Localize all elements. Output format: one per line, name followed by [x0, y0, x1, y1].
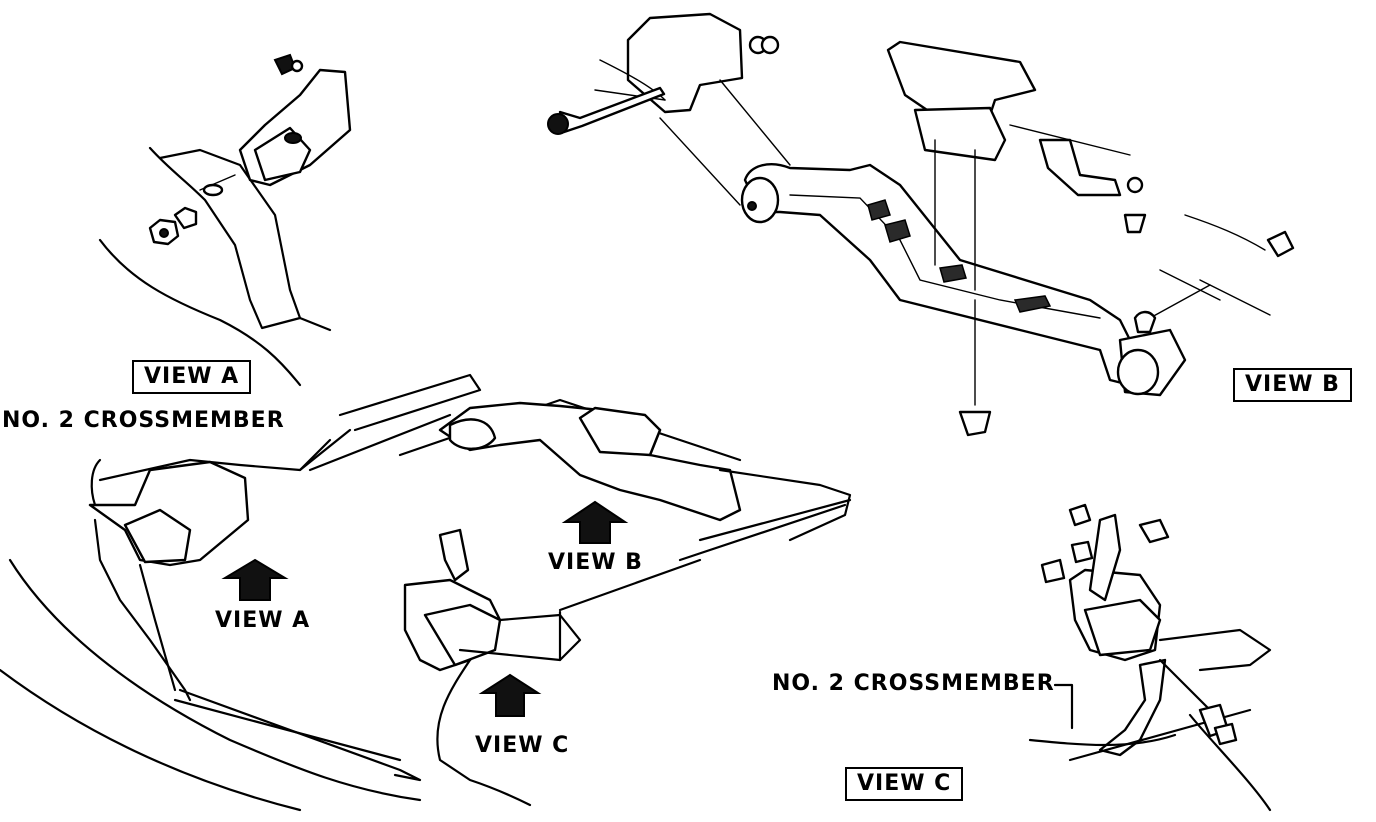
view-c-arrow: [478, 673, 542, 717]
view-a-detail: [98, 53, 352, 387]
view-c-detail: [1028, 503, 1272, 812]
view-a-box-label: VIEW A: [132, 360, 252, 394]
arrow-view-b-label: VIEW B: [548, 550, 643, 575]
arrow-view-a-label: VIEW A: [215, 608, 311, 633]
view-b-detail: [547, 12, 1295, 437]
main-overview: [0, 373, 852, 812]
view-a-arrow: [221, 558, 289, 601]
view-c-box-label: VIEW C: [845, 767, 964, 801]
arrow-view-c-label: VIEW C: [475, 733, 570, 758]
crossmember-label-right: NO. 2 CROSSMEMBER: [772, 671, 1055, 696]
view-b-arrow: [561, 500, 629, 544]
crossmember-label-left: NO. 2 CROSSMEMBER: [2, 408, 285, 433]
view-b-box-label: VIEW B: [1233, 368, 1352, 402]
